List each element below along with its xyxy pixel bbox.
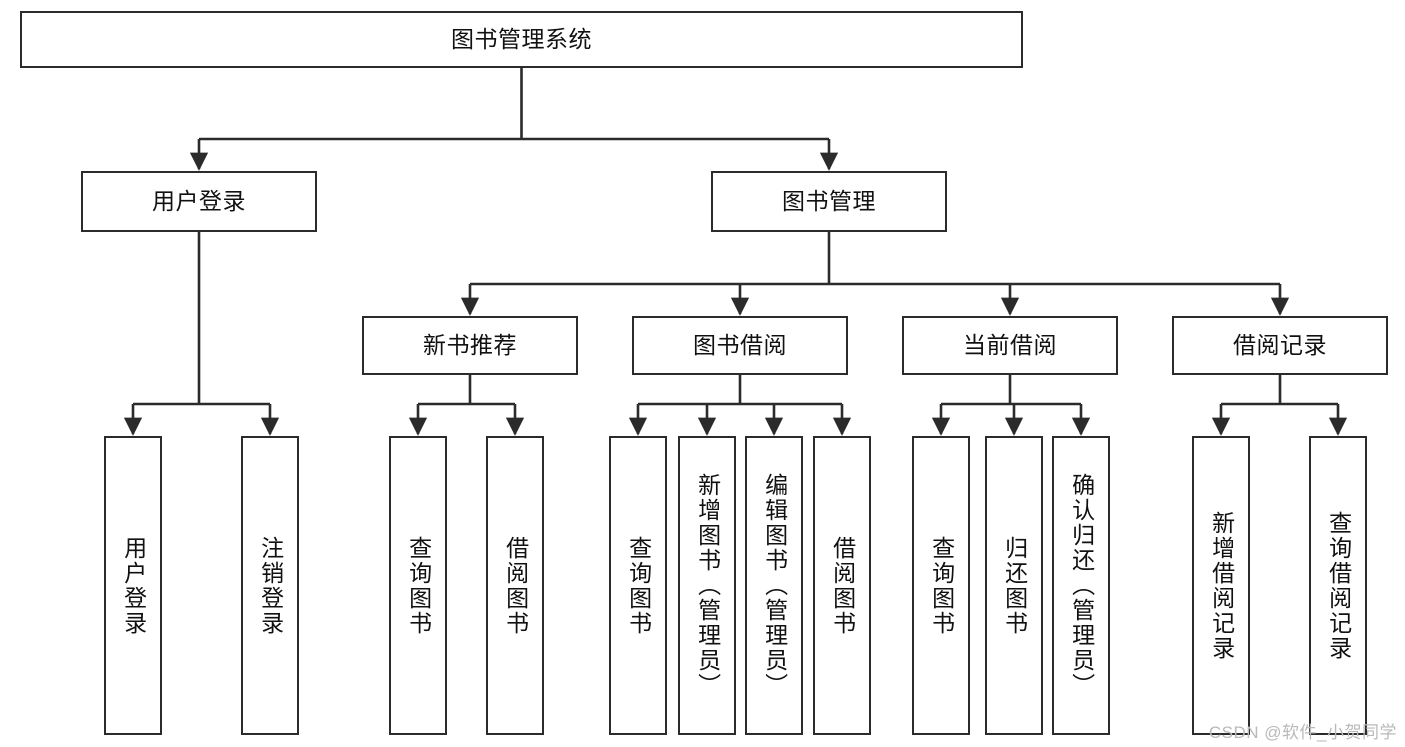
node-root[interactable]: 图书管理系统 [20,11,1023,68]
node-label: 新增借阅记录 [1208,510,1235,661]
node-label: 注销登录 [257,535,284,636]
node-label: 查询图书 [405,535,432,636]
node-leaf-edit-book-admin[interactable]: 编辑图书（管理员） [745,436,803,735]
node-leaf-query-book-borrow[interactable]: 查询图书 [609,436,667,735]
node-leaf-borrow-book[interactable]: 借阅图书 [813,436,871,735]
node-leaf-query-borrow-record[interactable]: 查询借阅记录 [1309,436,1367,735]
node-label: 当前借阅 [963,331,1057,358]
node-label: 查询图书 [625,535,652,636]
node-leaf-user-login[interactable]: 用户登录 [104,436,162,735]
node-label: 归还图书 [1001,535,1028,636]
node-label: 用户登录 [120,535,147,636]
node-leaf-borrow-book-recommend[interactable]: 借阅图书 [486,436,544,735]
node-leaf-add-book-admin[interactable]: 新增图书（管理员） [678,436,736,735]
node-label: 借阅图书 [502,535,529,636]
node-borrow-records[interactable]: 借阅记录 [1172,316,1388,375]
node-book-management[interactable]: 图书管理 [711,171,947,232]
node-label: 编辑图书（管理员） [761,473,788,698]
node-leaf-logout-login[interactable]: 注销登录 [241,436,299,735]
node-label: 新书推荐 [423,331,517,358]
node-book-borrow[interactable]: 图书借阅 [632,316,848,375]
watermark-label: CSDN @软件_小贺同学 [1208,723,1397,742]
node-leaf-return-book[interactable]: 归还图书 [985,436,1043,735]
node-leaf-confirm-return-admin[interactable]: 确认归还（管理员） [1052,436,1110,735]
node-label: 新增图书（管理员） [694,473,721,698]
node-current-borrow[interactable]: 当前借阅 [902,316,1118,375]
node-user-login[interactable]: 用户登录 [81,171,317,232]
node-label: 借阅图书 [829,535,856,636]
node-leaf-query-book-recommend[interactable]: 查询图书 [389,436,447,735]
node-new-book-recommend[interactable]: 新书推荐 [362,316,578,375]
node-leaf-query-book-current[interactable]: 查询图书 [912,436,970,735]
node-label: 用户登录 [152,187,246,214]
node-label: 查询借阅记录 [1325,510,1352,661]
node-label: 确认归还（管理员） [1068,473,1095,698]
node-label: 图书管理 [782,187,876,214]
node-label: 图书管理系统 [451,25,592,52]
node-label: 查询图书 [928,535,955,636]
node-label: 图书借阅 [693,331,787,358]
node-leaf-add-borrow-record[interactable]: 新增借阅记录 [1192,436,1250,735]
node-label: 借阅记录 [1233,331,1327,358]
